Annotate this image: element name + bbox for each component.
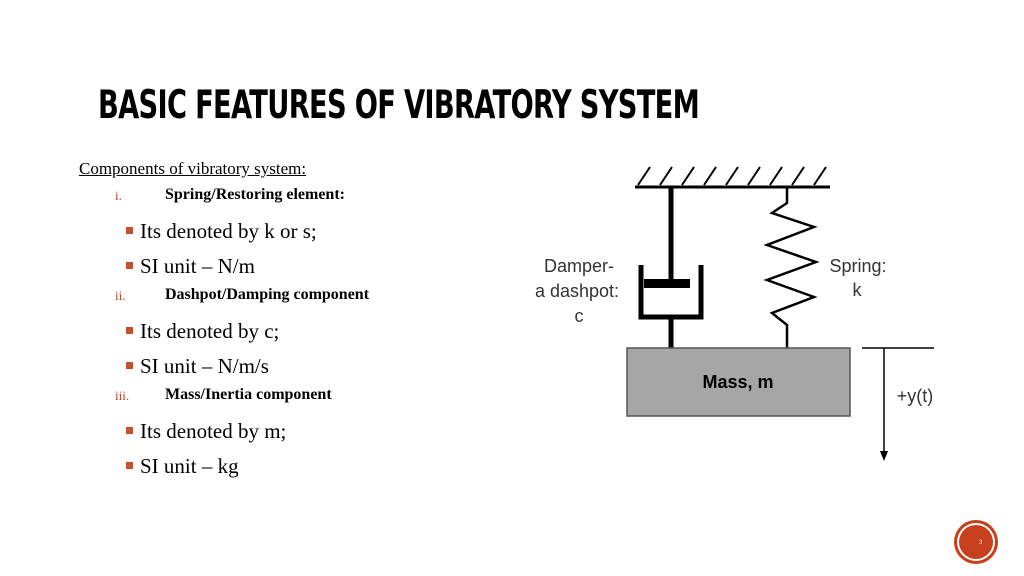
slide-number-badge: 3 [957, 523, 995, 561]
displacement-label: +y(t) [897, 386, 934, 406]
spring-mass-damper-diagram: Mass, m Damper- a dashpot: c Spring: k +… [535, 166, 934, 461]
slide-title: Basic features of vibratory system [98, 83, 700, 128]
square-bullet-icon [126, 362, 133, 369]
bullet-item: Its denoted by m; [79, 416, 499, 446]
bullet-text: Its denoted by m; [140, 419, 287, 443]
mass-label: Mass, m [702, 372, 773, 392]
roman-numeral: iii. [115, 388, 130, 403]
bullet-text: SI unit – N/m/s [140, 354, 269, 378]
section-heading-mass: iii. Mass/Inertia component [79, 386, 499, 410]
intro-text: Components of vibratory system: [79, 159, 307, 178]
spring-icon [763, 187, 820, 348]
square-bullet-icon [126, 227, 133, 234]
section-heading-spring: i. Spring/Restoring element: [79, 186, 499, 210]
square-bullet-icon [126, 262, 133, 269]
square-bullet-icon [126, 427, 133, 434]
damper-label-line: c [575, 306, 584, 326]
slide-number: 3 [979, 540, 983, 546]
bullet-text: SI unit – N/m [140, 254, 255, 278]
displacement-arrow-icon [862, 347, 934, 461]
bullet-item: SI unit – N/m/s [79, 351, 499, 381]
bullet-text: Its denoted by k or s; [140, 219, 317, 243]
damper-label: Damper- a dashpot: c [535, 256, 619, 326]
mass-block [626, 347, 851, 417]
section-heading-label: Dashpot/Damping component [165, 286, 370, 303]
support-hatching [637, 166, 827, 186]
bullet-text: Its denoted by c; [140, 319, 280, 343]
roman-numeral: ii. [115, 288, 126, 303]
section-heading-dashpot: ii. Dashpot/Damping component [79, 286, 499, 310]
bullet-item: SI unit – N/m [79, 251, 499, 281]
damper-label-line: Damper- [544, 256, 614, 276]
spring-label: Spring: k [829, 256, 886, 300]
square-bullet-icon [126, 462, 133, 469]
bullet-text: SI unit – kg [140, 454, 239, 478]
dashpot-icon [638, 187, 704, 348]
section-heading-label: Mass/Inertia component [165, 386, 332, 403]
roman-numeral: i. [115, 188, 122, 203]
content-list: Components of vibratory system: i. Sprin… [79, 158, 499, 486]
spring-label-line: k [853, 280, 863, 300]
section-heading-label: Spring/Restoring element: [165, 186, 345, 203]
bullet-item: SI unit – kg [79, 451, 499, 481]
bullet-item: Its denoted by c; [79, 316, 499, 346]
damper-label-line: a dashpot: [535, 281, 619, 301]
square-bullet-icon [126, 327, 133, 334]
spring-label-line: Spring: [829, 256, 886, 276]
bullet-item: Its denoted by k or s; [79, 216, 499, 246]
